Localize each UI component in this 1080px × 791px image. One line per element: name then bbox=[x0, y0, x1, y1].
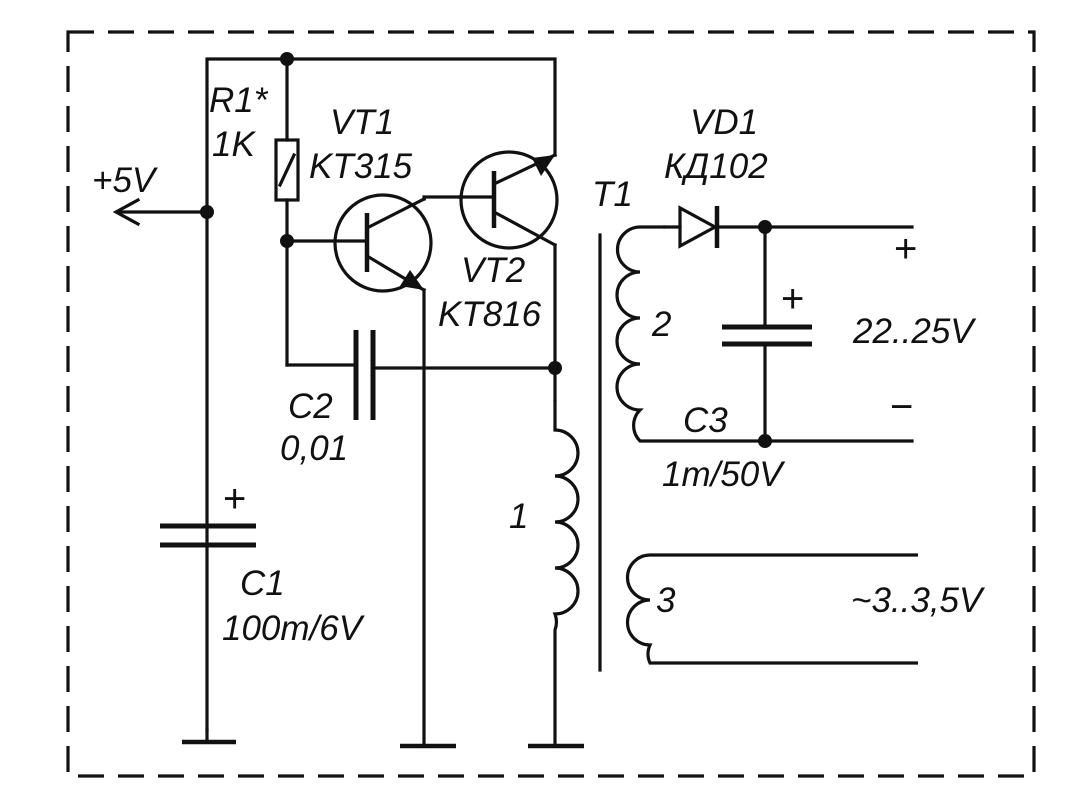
t1-name-label: T1 bbox=[592, 175, 633, 214]
diode-vd1 bbox=[663, 205, 914, 249]
vd1-name-label: VD1 bbox=[690, 103, 758, 142]
winding-3 bbox=[625, 553, 918, 665]
transistor-vt1 bbox=[285, 193, 462, 748]
c1-value-label: 100m/6V bbox=[222, 609, 366, 648]
supply-rail bbox=[112, 52, 557, 732]
high-voltage-output-label: 22..25V bbox=[852, 312, 977, 351]
capacitor-c1 bbox=[160, 523, 256, 548]
transistor-vt2 bbox=[458, 150, 562, 402]
winding-2-label: 2 bbox=[651, 305, 671, 344]
r1-value-label: 1K bbox=[212, 125, 256, 164]
c3-name-label: C3 bbox=[683, 401, 728, 440]
vt2-type-label: KT816 bbox=[438, 295, 542, 334]
winding-1-label: 1 bbox=[509, 497, 528, 536]
c3-plus-sign: + bbox=[781, 277, 804, 321]
output-plus-sign: + bbox=[894, 227, 917, 271]
c1-plus-sign: + bbox=[223, 477, 246, 521]
winding-2 bbox=[615, 225, 765, 443]
output-minus-sign: − bbox=[890, 385, 913, 429]
r1-name-label: R1* bbox=[209, 81, 269, 120]
transformer-t1 bbox=[552, 225, 918, 746]
resistor-r1 bbox=[274, 57, 300, 367]
vt1-name-label: VT1 bbox=[330, 103, 394, 142]
capacitor-c2 bbox=[285, 330, 557, 420]
supply-label: +5V bbox=[92, 161, 159, 200]
capacitor-c3 bbox=[722, 225, 914, 448]
winding-3-label: 3 bbox=[656, 581, 676, 620]
c3-value-label: 1m/50V bbox=[662, 455, 786, 494]
c1-name-label: C1 bbox=[240, 564, 285, 603]
dashed-enclosure bbox=[66, 30, 1036, 778]
vt2-name-label: VT2 bbox=[461, 251, 525, 290]
c2-name-label: C2 bbox=[288, 387, 333, 426]
low-voltage-output-label: ~3..3,5V bbox=[851, 581, 986, 620]
winding-1 bbox=[552, 400, 580, 746]
c2-value-label: 0,01 bbox=[280, 429, 348, 468]
vt1-type-label: KT315 bbox=[309, 147, 413, 186]
vd1-type-label: КД102 bbox=[664, 147, 768, 186]
